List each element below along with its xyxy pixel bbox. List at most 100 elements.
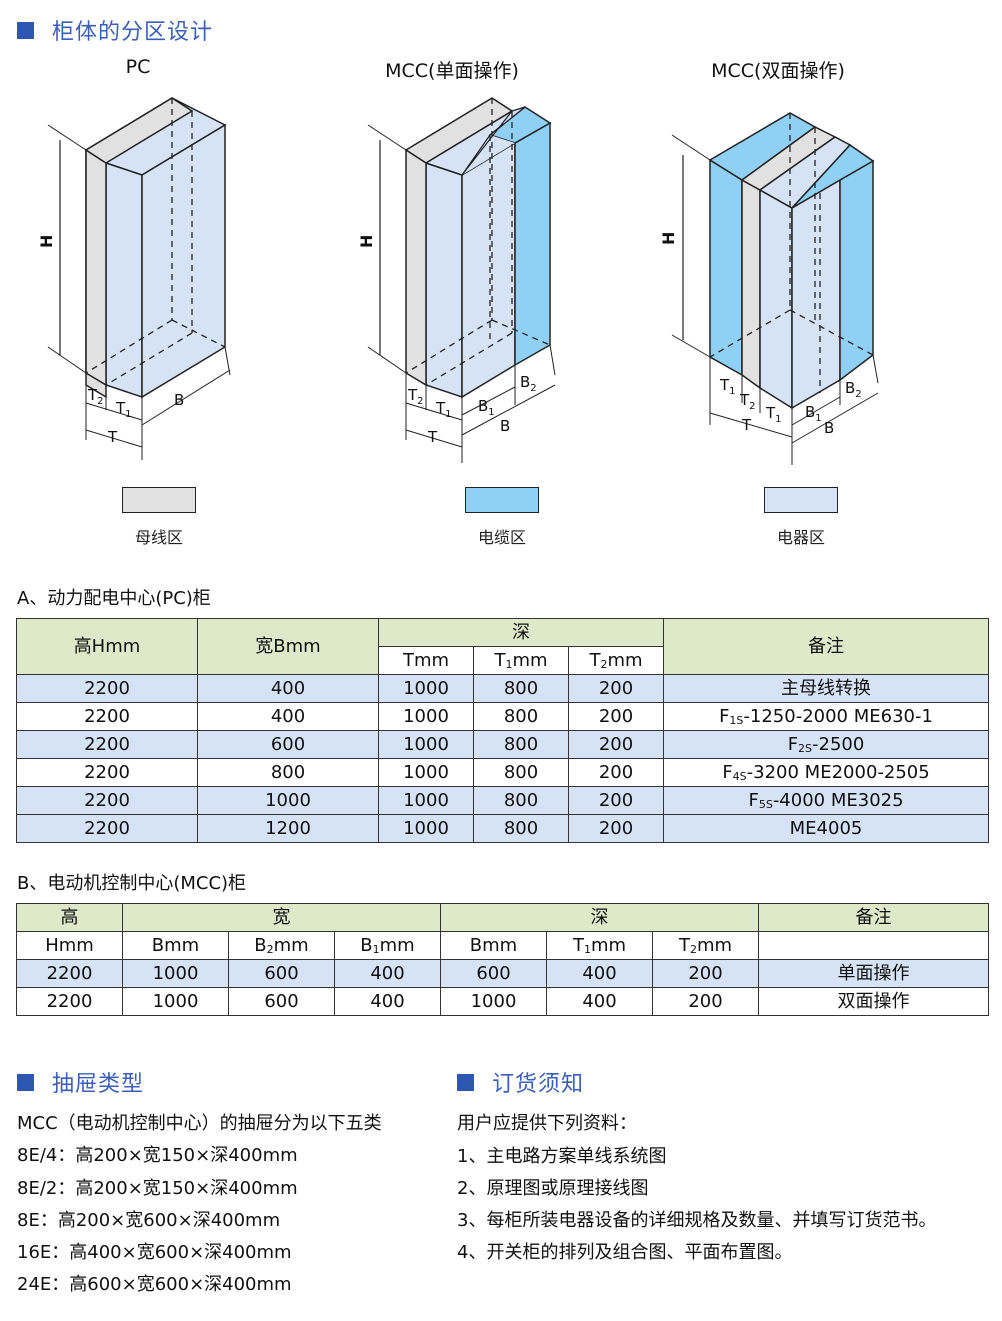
- cell-t2: 200: [567, 674, 665, 703]
- section-header-cabinet-design: 柜体的分区设计: [17, 14, 213, 46]
- table-b-header-depth-bmm: Bmm: [440, 931, 548, 960]
- cell-h: 2200: [16, 730, 198, 759]
- table-a-header-height: 高Hmm: [16, 618, 198, 675]
- legend-label-cable: 电缆区: [477, 528, 526, 547]
- table-a-header-t2: T2mm: [567, 646, 665, 675]
- cell-h: 2200: [16, 786, 198, 815]
- cell-t2: 200: [567, 702, 665, 731]
- cell-t1: 400: [546, 959, 654, 988]
- section-header-order-notes: 订货须知: [457, 1066, 584, 1098]
- section-title: 柜体的分区设计: [52, 20, 214, 45]
- dim-t1-left-label: T1: [719, 376, 736, 397]
- dim-b2-label: B2: [845, 379, 862, 400]
- dim-b-label: B: [824, 419, 834, 437]
- drawer-item: 16E：高400×宽600×深400mm: [17, 1242, 292, 1263]
- cell-t: 1000: [378, 786, 474, 815]
- legend-swatch-busbar: [122, 487, 196, 513]
- drawer-intro: MCC（电动机控制中心）的抽屉分为以下五类: [17, 1113, 382, 1134]
- table-row: 2200 1000 600 400 1000 400 200 双面操作: [16, 987, 990, 1016]
- dim-b-label: B: [174, 391, 184, 409]
- cell-remark: 双面操作: [758, 987, 990, 1016]
- dim-t1-label: T1: [115, 399, 132, 420]
- section-title: 抽屉类型: [52, 1072, 145, 1097]
- drawer-item: 8E/4：高200×宽150×深400mm: [17, 1145, 298, 1166]
- cell-h: 2200: [16, 959, 123, 988]
- cell-b: 400: [197, 674, 379, 703]
- table-a-header-width: 宽Bmm: [197, 618, 379, 675]
- dim-t2-label: T2: [87, 386, 104, 407]
- cell-t1: 800: [473, 730, 569, 759]
- table-a-title: A、动力配电中心(PC)柜: [17, 588, 211, 609]
- legend-swatch-cable: [465, 487, 539, 513]
- dim-t1-label: T1: [435, 399, 452, 420]
- order-item: 4、开关柜的排列及组合图、平面布置图。: [457, 1242, 793, 1263]
- cell-b: 600: [197, 730, 379, 759]
- dim-t-label: T: [427, 428, 438, 446]
- cell-t: 1000: [378, 674, 474, 703]
- dim-h-label: H: [357, 235, 376, 248]
- table-b-header-bmm: Bmm: [122, 931, 229, 960]
- dim-b1-label: B1: [805, 403, 822, 424]
- drawer-item: 24E：高600×宽600×深400mm: [17, 1274, 292, 1295]
- cell-b: 1000: [122, 987, 229, 1016]
- dim-t1-label: T1: [765, 404, 782, 425]
- cell-h: 2200: [16, 987, 123, 1016]
- cell-b: 1000: [197, 786, 379, 815]
- cell-b: 1200: [197, 814, 379, 843]
- cell-t2: 200: [567, 814, 665, 843]
- legend-label-electrical: 电器区: [776, 528, 825, 547]
- section-square-icon: [457, 1073, 474, 1091]
- cell-remark: 主母线转换: [663, 674, 990, 703]
- dim-b2-label: B2: [520, 373, 537, 394]
- table-a-header-t: Tmm: [378, 646, 474, 675]
- table-b: 高 宽 深 备注 Hmm Bmm B2mm B1mm Bmm T1mm T2mm…: [16, 903, 990, 1016]
- cell-h: 2200: [16, 758, 198, 787]
- section-square-icon: [17, 21, 34, 39]
- cell-b2: 600: [228, 987, 335, 1016]
- order-item: 1、主电路方案单线系统图: [457, 1146, 667, 1167]
- cell-remark: ME4005: [663, 814, 990, 843]
- table-a-header-remark: 备注: [663, 618, 990, 675]
- cell-t1: 800: [473, 814, 569, 843]
- cell-t2: 200: [652, 959, 760, 988]
- cell-t: 1000: [378, 730, 474, 759]
- cell-t1: 800: [473, 758, 569, 787]
- cell-h: 2200: [16, 674, 198, 703]
- dim-h-label: H: [37, 235, 56, 248]
- cell-t2: 200: [567, 758, 665, 787]
- cell-b: 800: [197, 758, 379, 787]
- cell-remark: F5S-4000 ME3025: [663, 786, 990, 815]
- table-b-header-depth: 深: [440, 903, 760, 932]
- order-item: 3、每柜所装电器设备的详细规格及数量、并填写订货范书。: [457, 1210, 937, 1231]
- cell-t1: 800: [473, 674, 569, 703]
- cabinet-label-mcc-double: MCC(双面操作): [711, 60, 845, 82]
- table-b-header-hmm: Hmm: [16, 931, 123, 960]
- table-b-header-t2: T2mm: [652, 931, 760, 960]
- section-header-drawer-types: 抽屉类型: [17, 1066, 144, 1098]
- table-a-header-depth: 深: [377, 618, 665, 647]
- table-b-title: B、电动机控制中心(MCC)柜: [17, 873, 247, 894]
- drawer-item: 8E：高200×宽600×深400mm: [17, 1210, 281, 1231]
- cell-remark: 单面操作: [758, 959, 990, 988]
- cell-t: 1000: [378, 702, 474, 731]
- legend-label-busbar: 母线区: [134, 528, 183, 547]
- table-b-header-height: 高: [16, 903, 123, 932]
- cell-depth-b: 1000: [440, 987, 548, 1016]
- dim-t2-label: T2: [739, 391, 756, 412]
- cell-t: 1000: [378, 814, 474, 843]
- table-row: 2200 1000 600 400 600 400 200 单面操作: [16, 959, 990, 988]
- cell-depth-b: 600: [440, 959, 548, 988]
- section-title: 订货须知: [492, 1072, 585, 1097]
- dim-t-label: T: [107, 428, 118, 446]
- cell-h: 2200: [16, 814, 198, 843]
- cell-b1: 400: [333, 959, 442, 988]
- order-item: 2、原理图或原理接线图: [457, 1178, 649, 1199]
- pc-cabinet-diagram: H T2 T1 T B: [37, 97, 231, 460]
- cell-t2: 200: [567, 786, 665, 815]
- cell-remark: F2S-2500: [663, 730, 990, 759]
- section-square-icon: [17, 1073, 34, 1091]
- table-b-header-t1: T1mm: [546, 931, 654, 960]
